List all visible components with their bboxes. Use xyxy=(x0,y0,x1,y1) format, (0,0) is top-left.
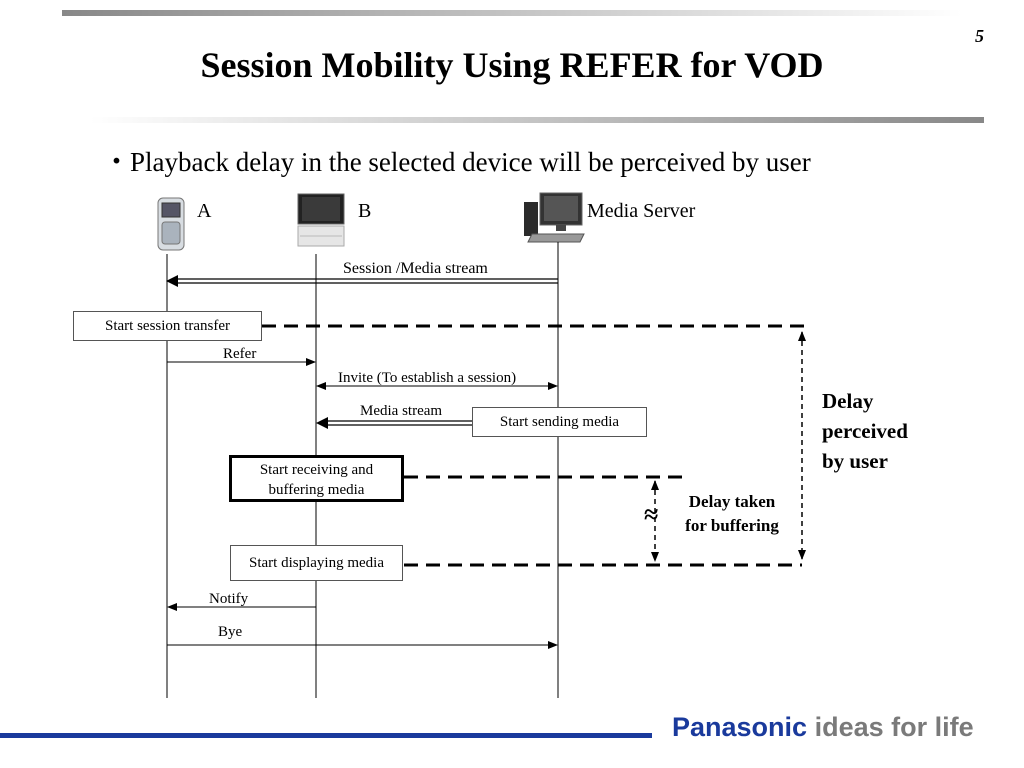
delay-buffering-note: Delay taken for buffering xyxy=(672,490,792,538)
session-media-label: Session /Media stream xyxy=(343,260,488,277)
brand-name: Panasonic xyxy=(672,712,808,742)
actor-server-label: Media Server xyxy=(587,200,696,222)
actor-b-label: B xyxy=(358,200,372,222)
delay-perceived-line-2: perceived xyxy=(822,419,908,443)
mobile-phone-icon xyxy=(157,197,185,251)
tv-icon xyxy=(297,193,345,247)
actor-a-label: A xyxy=(197,200,212,222)
top-rule xyxy=(62,10,962,16)
bullet-marker: ・ xyxy=(103,147,130,177)
start-receiving-line-2: buffering media xyxy=(268,482,365,498)
approx-symbol: ≈ xyxy=(644,500,659,529)
start-receiving-line-1: Start receiving and xyxy=(259,462,374,478)
notify-label: Notify xyxy=(209,591,249,607)
delay-buffering-line-1: Delay taken xyxy=(688,492,776,511)
bullet-point: ・Playback delay in the selected device w… xyxy=(103,140,811,179)
delay-perceived-note: Delay perceived by user xyxy=(822,386,908,476)
media-stream-label: Media stream xyxy=(360,403,443,419)
delay-perceived-line-3: by user xyxy=(822,449,888,473)
delay-buffering-line-2: for buffering xyxy=(685,516,779,535)
start-session-transfer-box: Start session transfer xyxy=(73,311,262,341)
brand-logo: Panasonic ideas for life xyxy=(672,712,974,743)
footer-rule xyxy=(0,733,652,738)
title-rule xyxy=(90,117,984,123)
session-media-arrow xyxy=(166,275,558,287)
invite-label: Invite (To establish a session) xyxy=(338,370,517,386)
bullet-text: Playback delay in the selected device wi… xyxy=(130,147,811,177)
page-number: 5 xyxy=(975,26,984,46)
start-receiving-buffering-box: Start receiving and buffering media xyxy=(229,455,404,502)
media-stream-arrow xyxy=(316,417,472,429)
bye-label: Bye xyxy=(218,624,243,640)
delay-perceived-line-1: Delay xyxy=(822,389,874,413)
slide-title: Session Mobility Using REFER for VOD xyxy=(200,45,824,85)
brand-tagline: ideas for life xyxy=(814,712,974,742)
start-sending-media-box: Start sending media xyxy=(472,407,647,437)
header-decoration xyxy=(62,10,984,123)
desktop-computer-icon xyxy=(524,192,585,243)
refer-label: Refer xyxy=(223,346,257,362)
start-displaying-media-box: Start displaying media xyxy=(230,545,403,581)
